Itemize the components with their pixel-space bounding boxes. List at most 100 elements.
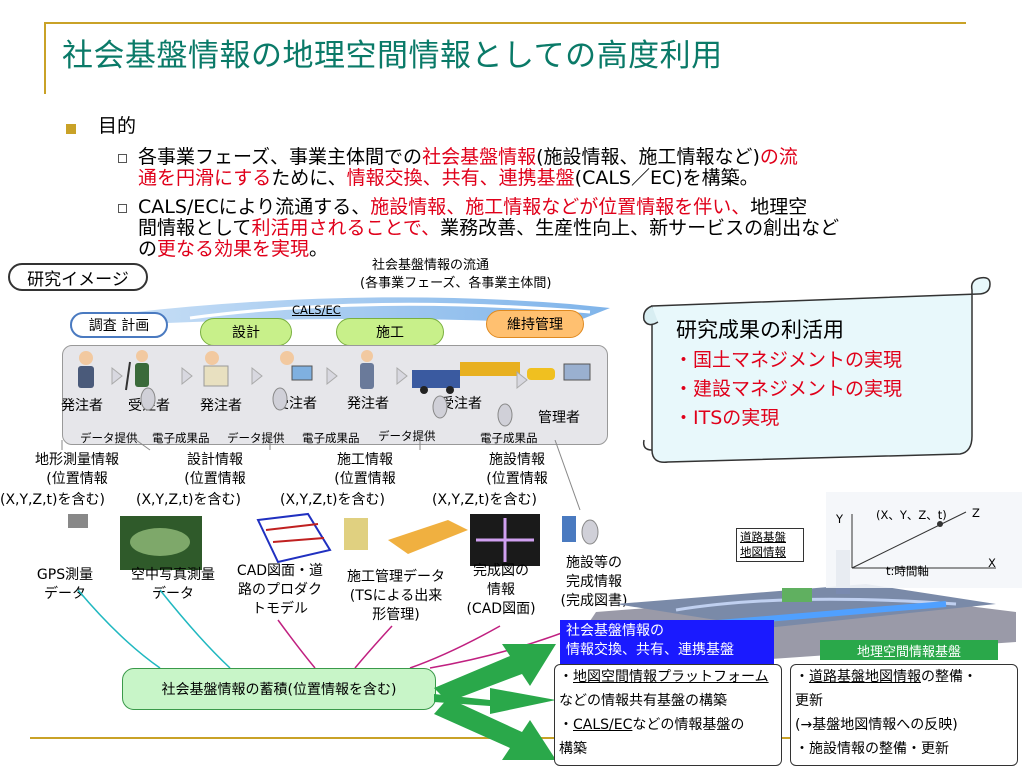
platform-line: 構築 — [559, 741, 587, 757]
data-line: CAD図面・道 — [236, 563, 324, 579]
text-seg: の流 — [759, 146, 798, 168]
scroll-item: ・建設マネジメントの実現 — [674, 378, 903, 400]
road-map-label: 道路基盤 地図情報 — [736, 528, 804, 562]
flow-data-provide: データ提供 — [378, 429, 436, 443]
data-construction-mgmt: 施工管理データ (TSによる出来 形管理) — [336, 568, 456, 625]
text-seg: 各事業フェーズ、事業主体間での — [138, 146, 423, 168]
text-seg: 。 — [309, 238, 329, 260]
data-gps: GPS測量 データ — [30, 566, 100, 604]
scroll-shape-graphic — [642, 276, 991, 463]
exchange-box: 社会基盤情報の 情報交換、共有、連携基盤 — [560, 620, 774, 664]
storage-box: 社会基盤情報の蓄積(位置情報を含む) — [122, 668, 436, 710]
data-aerial: 空中写真測量 データ — [116, 566, 230, 604]
actor-contractor: 受注者 — [440, 396, 482, 412]
info-topography-coord: (X,Y,Z,t)を含む) — [0, 492, 105, 508]
info-line: 地形測量情報 — [35, 452, 119, 468]
flow-deliverable: 電子成果品 — [302, 431, 360, 445]
title-left-rule — [44, 22, 46, 94]
info-facility: 施設情報 (位置情報 — [462, 451, 572, 489]
data-facility-completion: 施設等の 完成情報 (完成図書) — [548, 554, 640, 611]
data-line: 情報 — [487, 582, 515, 598]
info-construction: 施工情報 (位置情報 — [310, 451, 420, 489]
text-seg: ために、 — [271, 167, 347, 189]
road-info-line: (→基盤地図情報への反映) — [795, 717, 958, 733]
info-design-coord: (X,Y,Z,t)を含む) — [136, 492, 241, 508]
data-line: データ — [152, 586, 194, 602]
text-seg: (施設情報、施工情報など) — [536, 146, 760, 168]
text-seg: 間情報として — [138, 217, 252, 239]
axis-z: Z — [972, 506, 980, 520]
purpose-line-2: 通を円滑にするために、情報交換、共有、連携基盤(CALS／EC)を構築。 — [138, 168, 759, 189]
platform-line: ・CALS/ECなどの情報基盤の — [559, 713, 777, 737]
road-info-box: ・道路基盤地図情報の整備・ 更新 (→基盤地図情報への反映) ・施設情報の整備・… — [790, 664, 1018, 766]
text-seg: 社会基盤情報 — [422, 146, 537, 168]
info-line: 施工情報 — [337, 452, 393, 468]
text-seg: の — [138, 238, 158, 260]
road-map-line: 地図情報 — [740, 545, 786, 559]
axis-y: Y — [836, 512, 844, 526]
platform-box: ・地図空間情報プラットフォーム などの情報共有基盤の構築 ・CALS/ECなどの… — [554, 664, 782, 766]
purpose-line-5: の更なる効果を実現。 — [138, 239, 328, 260]
road-info-line: ・道路基盤地図情報の整備・ — [795, 665, 1013, 689]
coord-label: (X、Y、Z、t) — [876, 508, 947, 522]
sub-bullet-icon — [118, 154, 127, 163]
platform-line: などの情報共有基盤の構築 — [559, 693, 727, 709]
actor-orderer: 発注者 — [200, 398, 242, 414]
data-line: (TSによる出来 — [349, 588, 443, 604]
info-design: 設計情報 (位置情報 — [160, 451, 270, 489]
info-line: 施設情報 — [489, 452, 545, 468]
data-line: データ — [44, 586, 86, 602]
info-line: (位置情報 — [486, 471, 548, 487]
data-line: 空中写真測量 — [131, 567, 215, 583]
text-seg: CALS/ECにより流通する、 — [138, 196, 371, 218]
data-line: 完成情報 — [566, 574, 622, 590]
data-line: トモデル — [252, 601, 308, 617]
road-info-line: ・施設情報の整備・更新 — [795, 741, 949, 757]
text-seg: 利活用されることで、 — [251, 217, 441, 239]
data-line: 形管理) — [372, 607, 420, 623]
data-line: 施工管理データ — [347, 569, 445, 585]
info-facility-coord: (X,Y,Z,t)を含む) — [432, 492, 537, 508]
flow-deliverable: 電子成果品 — [480, 431, 538, 445]
info-line: (位置情報 — [184, 471, 246, 487]
sub-bullet-icon — [118, 204, 127, 213]
actor-figures-graphic — [78, 350, 591, 394]
scroll-item: ・国土マネジメントの実現 — [674, 349, 903, 371]
flow-data-provide: データ提供 — [80, 431, 138, 445]
phase-construction: 施工 — [336, 318, 444, 346]
flow-label-1: 社会基盤情報の流通 — [372, 258, 490, 273]
road-info-seg: ・ — [795, 669, 809, 685]
bullet-square-icon — [66, 124, 76, 134]
info-line: 設計情報 — [187, 452, 243, 468]
text-seg: 地理空 — [750, 196, 808, 218]
text-seg: 施設情報、施工情報などが位置情報を伴い、 — [370, 196, 751, 218]
data-line: 路のプロダク — [238, 582, 322, 598]
geo-base-label: 地理空間情報基盤 — [820, 640, 998, 660]
platform-seg: などの情報基盤の — [632, 717, 745, 733]
platform-link-text: CALS/EC — [573, 717, 633, 733]
road-info-link-text: 道路基盤地図情報 — [809, 669, 921, 685]
data-line: GPS測量 — [36, 567, 94, 583]
scroll-list: ・国土マネジメントの実現 ・建設マネジメントの実現 ・ITSの実現 — [674, 346, 902, 433]
text-seg: 業務改善、生産性向上、新サービスの創出など — [440, 217, 840, 239]
axis-x: X — [988, 556, 996, 570]
purpose-line-1: 各事業フェーズ、事業主体間での社会基盤情報(施設情報、施工情報など)の流 — [138, 147, 798, 168]
disk-icons-graphic — [140, 387, 513, 427]
actor-manager: 管理者 — [538, 410, 580, 426]
actor-orderer: 発注者 — [347, 396, 389, 412]
title-top-rule — [44, 22, 966, 24]
cals-ec-label: CALS/EC — [292, 303, 341, 317]
data-line: 施設等の — [566, 555, 622, 571]
phase-maintenance: 維持管理 — [486, 310, 584, 338]
platform-seg: ・ — [559, 669, 573, 685]
text-seg: (CALS／EC)を構築。 — [574, 167, 759, 189]
page-title: 社会基盤情報の地理空間情報としての高度利用 — [62, 38, 723, 74]
data-cad: CAD図面・道 路のプロダク トモデル — [230, 562, 330, 619]
phase-survey: 調査 計画 — [70, 312, 168, 338]
data-completion-drawing: 完成図の 情報 (CAD図面) — [458, 562, 544, 619]
data-thumbnails-graphic — [68, 512, 599, 570]
data-line: 完成図の — [473, 563, 529, 579]
time-axis-label: t:時間軸 — [886, 564, 929, 578]
purpose-line-4: 間情報として利活用されることで、業務改善、生産性向上、新サービスの創出など — [138, 218, 839, 239]
bullet-main: 目的 — [98, 115, 137, 137]
